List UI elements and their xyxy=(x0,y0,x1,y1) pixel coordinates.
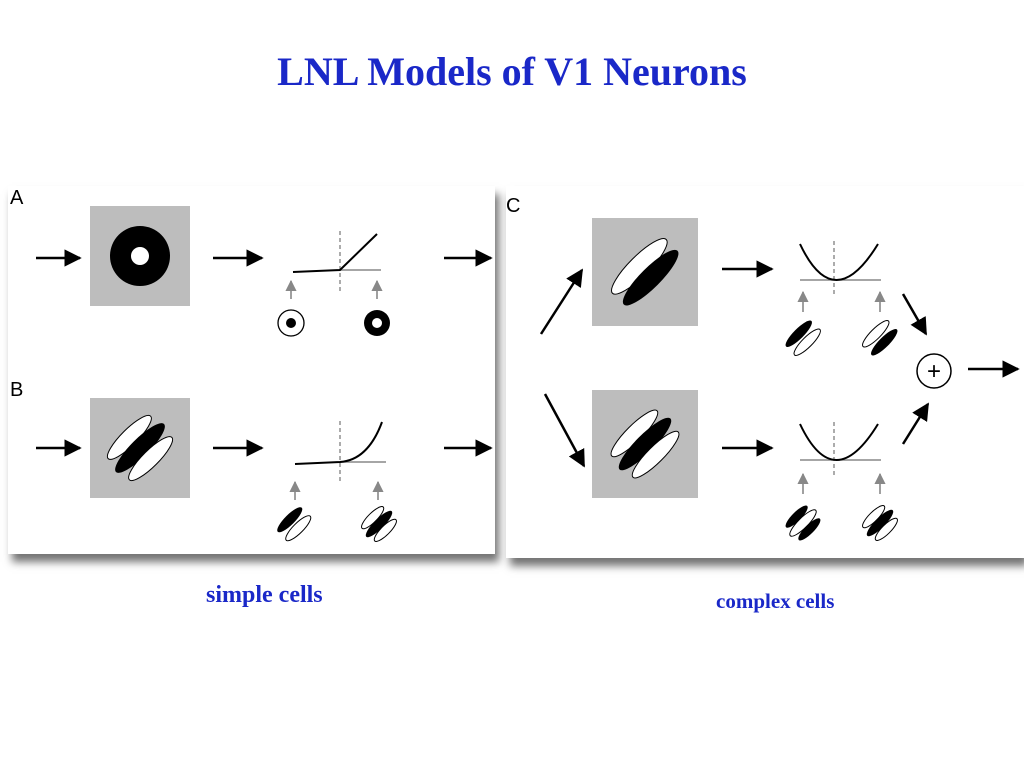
squaring-nonlinearity-upper xyxy=(799,241,881,296)
squaring-nonlinearity-lower xyxy=(799,422,881,476)
sum-input-arrow-upper xyxy=(901,293,928,336)
panel-a-label: A xyxy=(10,187,24,209)
complex-cells-figure: C xyxy=(506,186,1024,558)
input-arrow-down xyxy=(543,393,586,468)
input-arrow-up xyxy=(539,268,584,335)
on-center-stimulus xyxy=(364,310,390,336)
oriented-gabor-filter xyxy=(90,398,190,498)
sum-symbol: + xyxy=(927,358,941,385)
even-phase-filter xyxy=(592,218,698,326)
stimulus-lower-right xyxy=(862,505,898,541)
simple-cells-caption: simple cells xyxy=(206,582,323,608)
sum-input-arrow-lower xyxy=(901,402,930,445)
preferred-phase-stimulus xyxy=(361,506,397,542)
stimulus-upper-right xyxy=(862,320,898,356)
center-surround-filter xyxy=(90,206,190,306)
row-b xyxy=(36,398,493,542)
odd-phase-filter xyxy=(592,390,698,498)
panel-c-label: C xyxy=(506,195,520,217)
summation-node: + xyxy=(916,353,952,389)
stimulus-lower-left xyxy=(785,505,821,541)
complex-cells-caption: complex cells xyxy=(716,589,835,613)
slide-title: LNL Models of V1 Neurons xyxy=(277,49,747,94)
simple-cells-figure: A B xyxy=(8,186,495,554)
expansive-nonlinearity xyxy=(294,421,386,481)
row-a xyxy=(36,206,493,337)
off-center-stimulus xyxy=(277,309,305,337)
rectifier-nonlinearity xyxy=(292,231,381,291)
stimulus-upper-left xyxy=(785,320,821,356)
lower-subunit xyxy=(592,390,930,541)
odd-phase-stimulus xyxy=(277,507,312,542)
panel-b-label: B xyxy=(10,379,23,401)
upper-subunit xyxy=(592,218,928,356)
